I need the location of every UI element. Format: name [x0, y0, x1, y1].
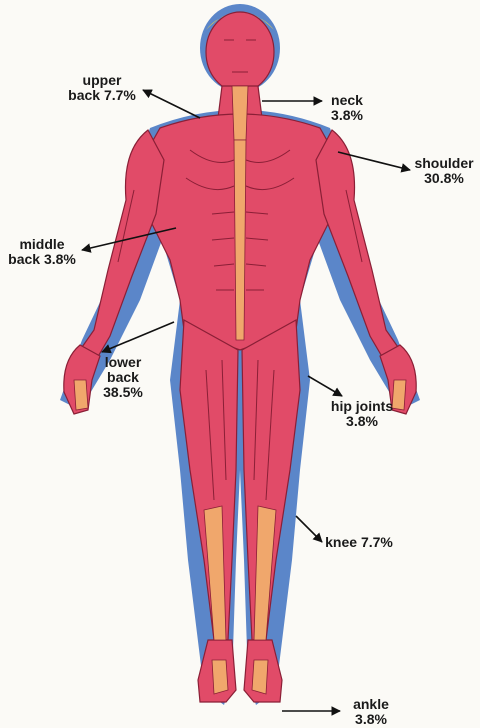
callout-middle-back-line1: middle: [2, 237, 82, 252]
arrow-hip-joints: [308, 376, 342, 396]
callout-lower-back-line2: back: [94, 370, 152, 385]
callout-upper-back: upper back 7.7%: [60, 73, 144, 103]
callout-lower-back-line1: lower: [94, 355, 152, 370]
callout-knee: knee 7.7%: [322, 535, 396, 550]
callout-shoulder-line2: 30.8%: [410, 171, 478, 186]
callout-middle-back: middle back 3.8%: [2, 237, 82, 267]
callout-shoulder-line1: shoulder: [410, 156, 478, 171]
arrow-upper-back: [143, 90, 200, 118]
callout-hip-joints: hip joints 3.8%: [322, 399, 402, 429]
callout-ankle-line1: ankle: [344, 697, 398, 712]
arrow-knee: [296, 516, 322, 542]
callout-hip-joints-line2: 3.8%: [322, 414, 402, 429]
callout-knee-line1: knee 7.7%: [322, 535, 396, 550]
callout-neck: neck 3.8%: [320, 93, 374, 123]
callout-lower-back: lower back 38.5%: [94, 355, 152, 400]
callout-hip-joints-line1: hip joints: [322, 399, 402, 414]
callout-upper-back-line1: upper: [60, 73, 144, 88]
callout-shoulder: shoulder 30.8%: [410, 156, 478, 186]
callout-neck-line2: 3.8%: [320, 108, 374, 123]
callout-ankle-line2: 3.8%: [344, 712, 398, 727]
callout-upper-back-line2: back 7.7%: [60, 88, 144, 103]
callout-middle-back-line2: back 3.8%: [2, 252, 82, 267]
callout-lower-back-line3: 38.5%: [94, 385, 152, 400]
callout-ankle: ankle 3.8%: [344, 697, 398, 727]
callout-neck-line1: neck: [320, 93, 374, 108]
